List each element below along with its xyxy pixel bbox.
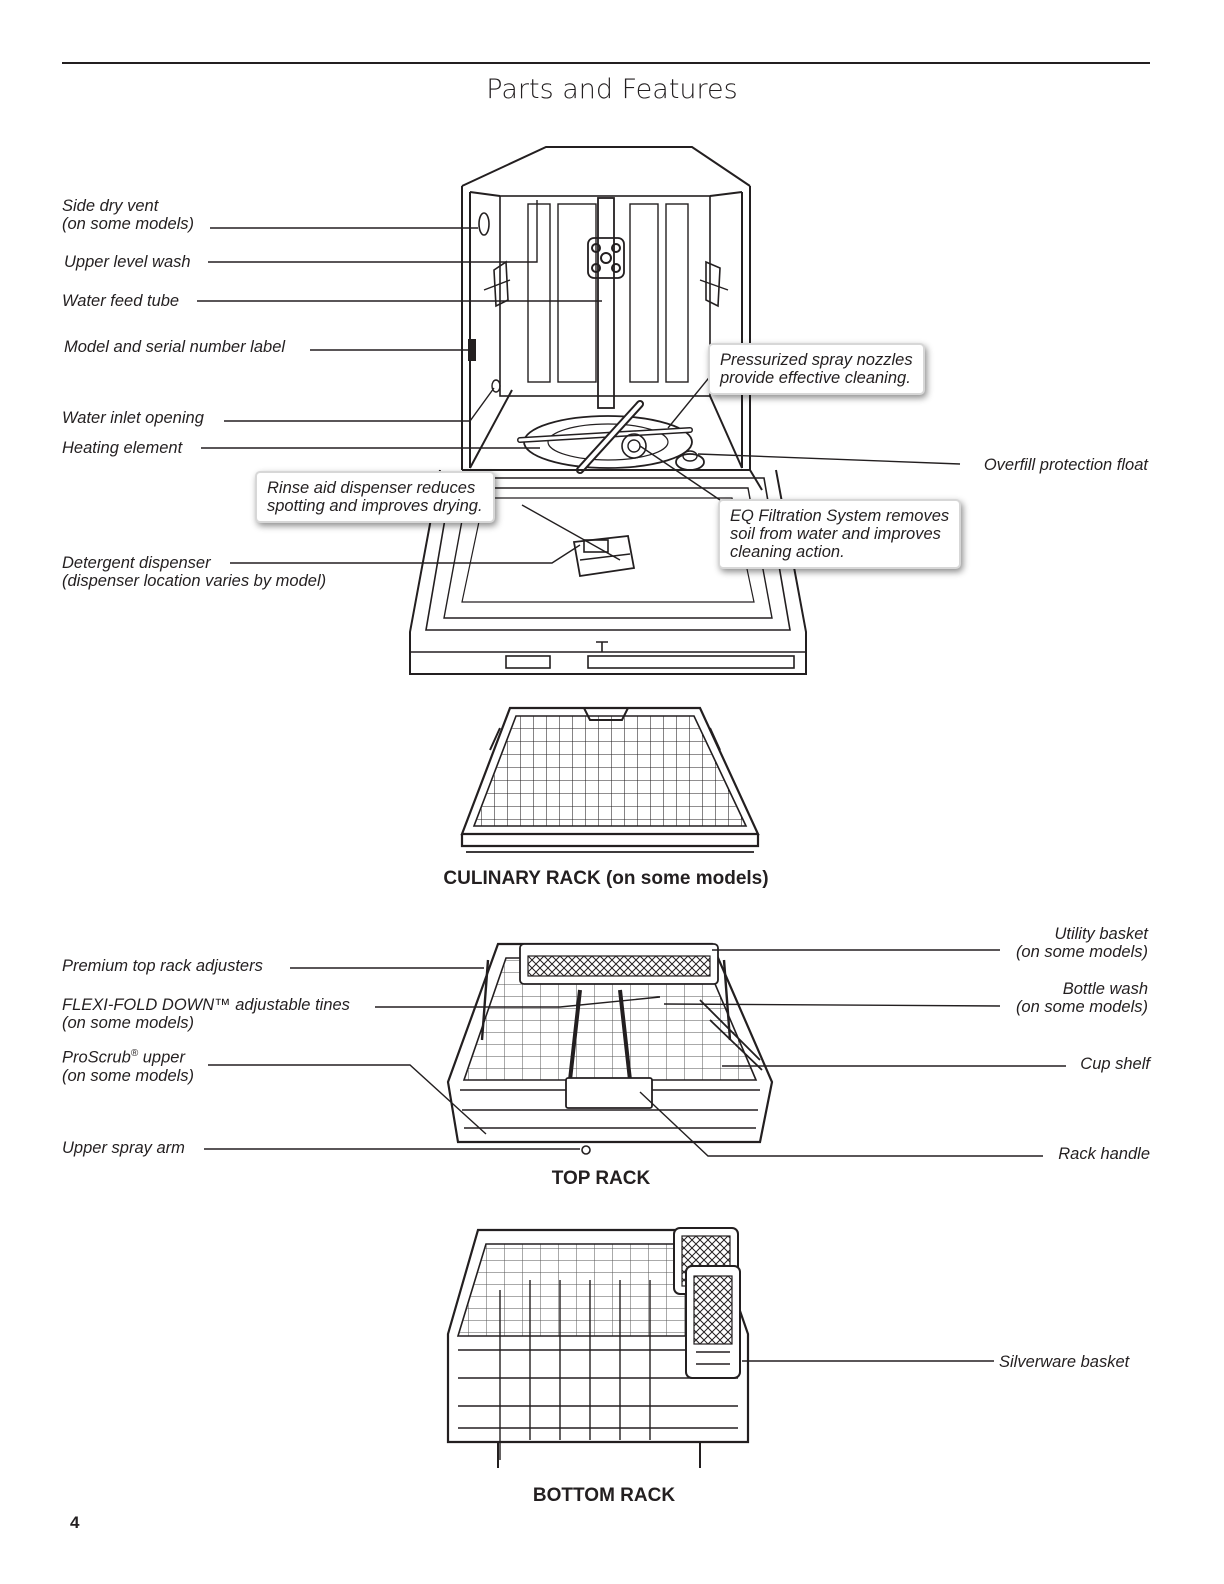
top-rack-leader-lines xyxy=(204,949,1066,1157)
dishwasher-drawing xyxy=(409,146,807,675)
label-silverware-basket: Silverware basket xyxy=(999,1353,1130,1371)
callout-rinse-aid: Rinse aid dispenser reduces spotting and… xyxy=(255,471,495,523)
label-rack-handle: Rack handle xyxy=(1058,1145,1150,1163)
flexi-fold-line2: (on some models) xyxy=(62,1014,195,1032)
callout-spray-nozzles: Pressurized spray nozzles provide effect… xyxy=(708,343,925,395)
proscrub-line2: (on some models) xyxy=(62,1066,195,1085)
page-number: 4 xyxy=(70,1513,80,1532)
registered-mark: ® xyxy=(130,1048,139,1059)
label-premium-adjusters: Premium top rack adjusters xyxy=(62,957,263,975)
label-bottle-wash: Bottle wash (on some models) xyxy=(1015,980,1148,1016)
bottom-rack-drawing xyxy=(446,1227,750,1468)
proscrub-name: ProScrub xyxy=(62,1048,131,1067)
label-heating-element: Heating element xyxy=(62,439,183,457)
top-rack-caption: TOP RACK xyxy=(551,1168,651,1189)
callout-eq-filtration: EQ Filtration System removes soil from w… xyxy=(718,499,962,569)
culinary-rack-drawing xyxy=(460,706,760,853)
label-upper-level-wash: Upper level wash xyxy=(64,253,191,271)
page-title: Parts and Features xyxy=(486,74,738,105)
label-detergent-dispenser: Detergent dispenser (dispenser location … xyxy=(62,554,327,590)
label-water-inlet: Water inlet opening xyxy=(62,409,204,427)
label-overfill-float: Overfill protection float xyxy=(983,456,1148,474)
flexi-fold-line1: FLEXI-FOLD DOWN™ adjustable tines xyxy=(62,996,350,1014)
label-cup-shelf: Cup shelf xyxy=(1080,1055,1150,1073)
top-rack-drawing xyxy=(446,942,774,1155)
label-side-dry-vent: Side dry vent (on some models) xyxy=(62,197,195,233)
label-water-feed-tube: Water feed tube xyxy=(62,292,180,310)
header-rule xyxy=(62,62,1150,64)
label-upper-spray-arm: Upper spray arm xyxy=(62,1139,185,1157)
bottom-rack-caption: BOTTOM RACK xyxy=(532,1485,676,1506)
proscrub-rest: upper xyxy=(138,1048,185,1067)
dishwasher-leader-lines xyxy=(197,200,961,564)
label-model-serial: Model and serial number label xyxy=(64,338,286,356)
culinary-rack-caption: CULINARY RACK (on some models) xyxy=(443,868,769,889)
label-proscrub: ProScrub® upper (on some models) xyxy=(62,1045,194,1085)
label-flexi-fold: FLEXI-FOLD DOWN™ adjustable tines (on so… xyxy=(62,996,350,1032)
label-utility-basket: Utility basket (on some models) xyxy=(1015,925,1148,961)
